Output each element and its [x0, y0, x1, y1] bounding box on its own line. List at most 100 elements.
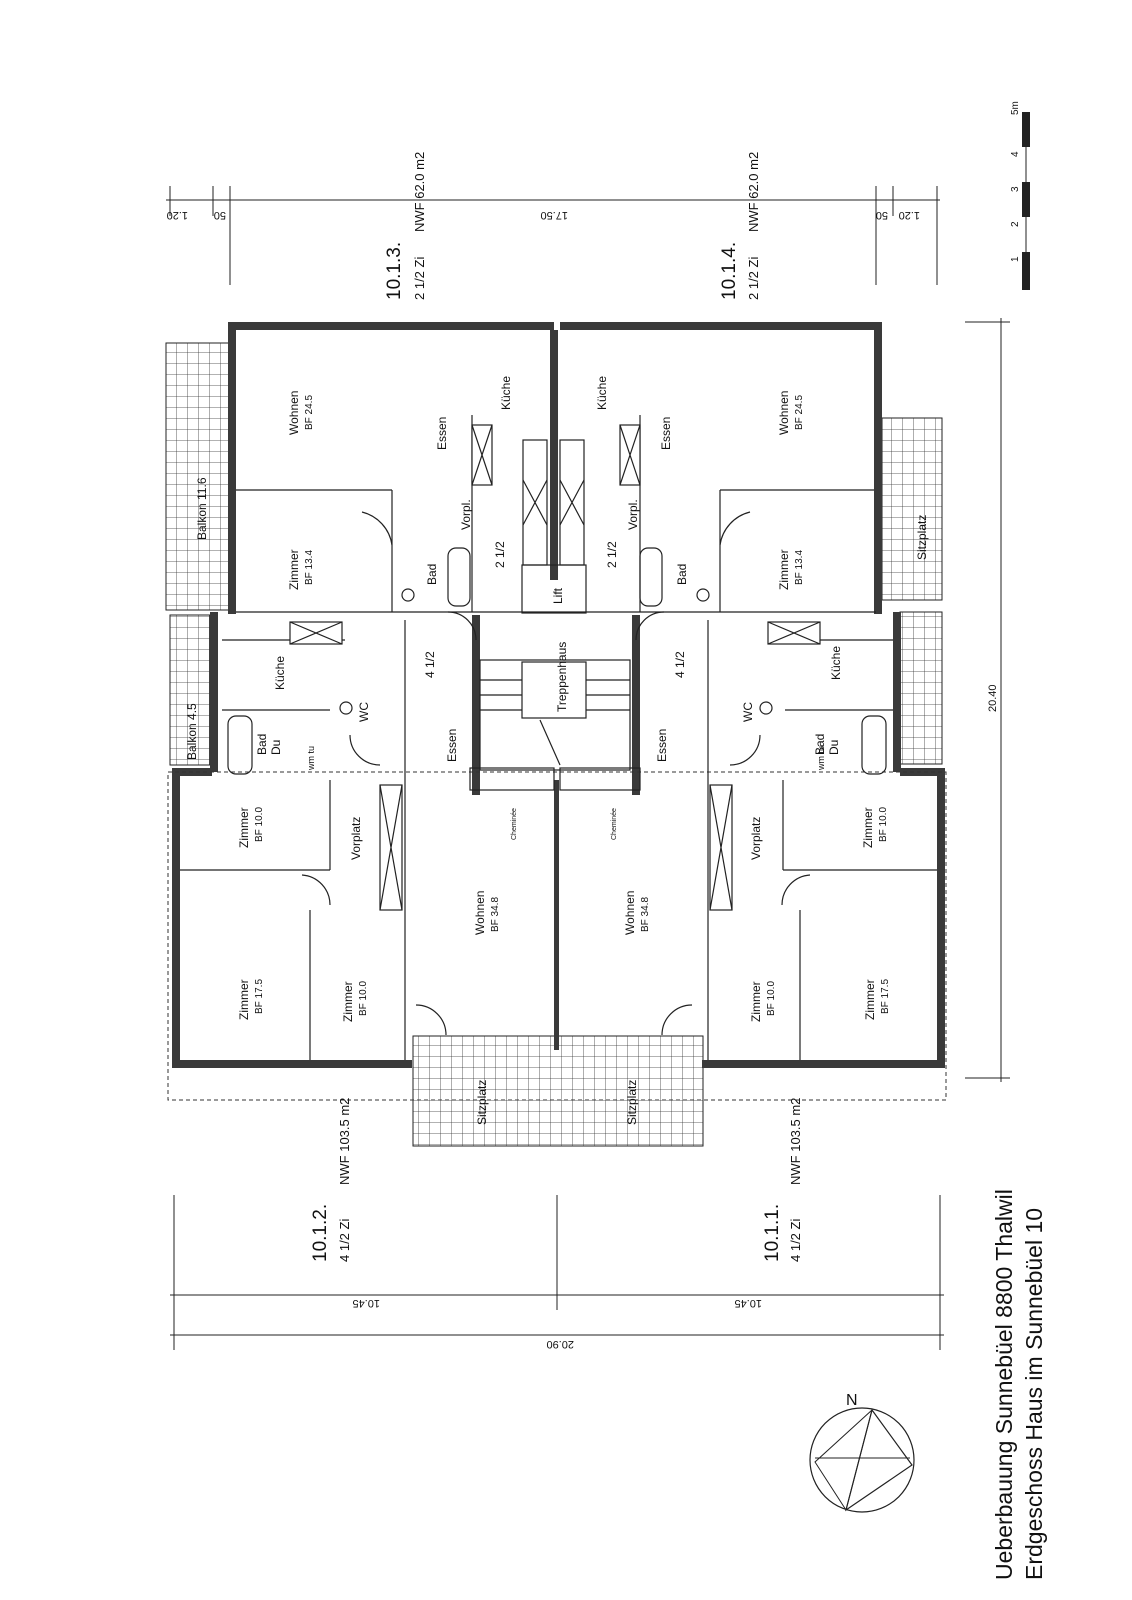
room-bad-tr: Bad: [675, 564, 689, 585]
label-balkon-4-5: Balkon 4.5: [185, 703, 199, 760]
svg-text:BF 17.5: BF 17.5: [254, 979, 265, 1014]
svg-text:BF 10.0: BF 10.0: [358, 981, 369, 1016]
tag-4-1-2-right: 4 1/2: [673, 651, 687, 678]
dim-bottom-right: 10.45: [734, 1297, 762, 1309]
room-vorpl-r: Vorpl.: [626, 499, 640, 530]
room-wohnen-top-left: Wohnen: [287, 391, 301, 435]
svg-text:2 1/2 Zi: 2 1/2 Zi: [412, 257, 427, 300]
room-essen-mr: Essen: [655, 729, 669, 762]
dim-top-mid: 17.50: [540, 209, 568, 221]
tag-4-1-2-left: 4 1/2: [423, 651, 437, 678]
label-wmtu-r: wm tu: [816, 746, 826, 771]
bottom-dimension-chain: 10.45 10.45 20.90: [170, 1195, 944, 1350]
room-kueche-tr: Küche: [595, 376, 609, 410]
unit-label-10-1-3: 10.1.3. 2 1/2 Zi NWF 62.0 m2: [384, 152, 427, 300]
dim-top-left-1: 1.20: [167, 209, 188, 221]
title-line-2: Erdgeschoss Haus im Sunnebüel 10: [1021, 1208, 1047, 1580]
exterior-walls: [172, 322, 945, 1068]
label-cheminee-r: Cheminée: [611, 808, 618, 840]
room-zimmer-tl: Zimmer: [287, 549, 301, 590]
scale-bar: 5m 1 2 3 4: [1010, 101, 1030, 290]
svg-text:Du: Du: [827, 740, 841, 755]
svg-text:NWF 62.0 m2: NWF 62.0 m2: [746, 152, 761, 232]
svg-text:BF 34.8: BF 34.8: [640, 897, 651, 932]
top-dimension-chain: 1.20 50 17.50 50 1.20: [166, 186, 940, 285]
room-lift: Lift: [551, 587, 565, 604]
svg-text:4 1/2 Zi: 4 1/2 Zi: [337, 1219, 352, 1262]
title-block: Ueberbauung Sunnebüel 8800 Thalwil Erdge…: [991, 1189, 1047, 1580]
svg-text:2 1/2 Zi: 2 1/2 Zi: [746, 257, 761, 300]
svg-text:10.1.3.: 10.1.3.: [384, 242, 405, 300]
dim-top-right-2: 1.20: [899, 209, 920, 221]
svg-text:NWF 62.0 m2: NWF 62.0 m2: [412, 152, 427, 232]
unit-label-10-1-1: 10.1.1. 4 1/2 Zi NWF 103.5 m2: [762, 1098, 803, 1262]
svg-text:NWF 103.5 m2: NWF 103.5 m2: [337, 1098, 352, 1185]
title-line-1: Ueberbauung Sunnebüel 8800 Thalwil: [991, 1189, 1017, 1580]
balcony-11-6: [165, 342, 231, 611]
svg-text:BF 10.0: BF 10.0: [878, 807, 889, 842]
room-wohnen-top-right: Wohnen: [777, 391, 791, 435]
overhang-outline: [167, 771, 947, 1101]
dim-top-right-1: 50: [876, 209, 888, 221]
room-bad-l: Bad: [255, 734, 269, 755]
svg-text:Du: Du: [269, 740, 283, 755]
tag-2-1-2-left: 2 1/2: [493, 541, 507, 568]
room-wc-r: WC: [741, 702, 755, 722]
svg-text:BF 13.4: BF 13.4: [304, 550, 315, 585]
room-zimmer-bl3: Zimmer: [341, 981, 355, 1022]
svg-text:10.1.4.: 10.1.4.: [719, 242, 740, 300]
compass-north-label: N: [846, 1392, 858, 1409]
svg-text:BF 24.5: BF 24.5: [794, 395, 805, 430]
door-swings: [301, 511, 811, 1036]
scale-unit: 5m: [1010, 101, 1021, 115]
label-treppenhaus: Treppenhaus: [555, 642, 569, 712]
bath-fixtures: [227, 547, 887, 775]
svg-text:BF 17.5: BF 17.5: [880, 979, 891, 1014]
dim-right-side: 20.40: [987, 684, 999, 712]
room-zimmer-tr: Zimmer: [777, 549, 791, 590]
dim-top-left-2: 50: [214, 209, 226, 221]
room-kueche-ml: Küche: [273, 656, 287, 690]
room-vorpl-l: Vorpl.: [459, 499, 473, 530]
label-sitzplatz-bl: Sitzplatz: [475, 1080, 489, 1125]
svg-text:BF 13.4: BF 13.4: [794, 550, 805, 585]
room-zimmer-br1: Zimmer: [861, 807, 875, 848]
terrace-sitzplatz-top-right: [881, 417, 943, 601]
svg-text:BF 10.0: BF 10.0: [254, 807, 265, 842]
room-zimmer-br3: Zimmer: [863, 979, 877, 1020]
svg-text:1: 1: [1010, 256, 1021, 262]
compass-icon: N: [809, 1392, 915, 1513]
tag-2-1-2-right: 2 1/2: [605, 541, 619, 568]
dim-bottom-left: 10.45: [352, 1297, 380, 1309]
terrace-sitzplatz-bottom: [412, 1035, 704, 1147]
svg-text:10.1.2.: 10.1.2.: [310, 1204, 331, 1262]
unit-label-10-1-2: 10.1.2. 4 1/2 Zi NWF 103.5 m2: [310, 1098, 352, 1262]
room-vorplatz-r: Vorplatz: [749, 817, 763, 860]
room-wohnen-bl: Wohnen: [473, 891, 487, 935]
room-bad-r: Bad: [813, 734, 827, 755]
right-dimension: 20.40: [965, 318, 1010, 1082]
dim-bottom-total: 20.90: [546, 1338, 574, 1350]
svg-text:4: 4: [1010, 151, 1021, 157]
svg-text:3: 3: [1010, 186, 1021, 192]
room-labels: Wohnen BF 24.5 Küche Essen Vorpl. Zimmer…: [185, 376, 929, 1125]
room-zimmer-bl2: Zimmer: [237, 979, 251, 1020]
room-essen-tr: Essen: [659, 417, 673, 450]
label-sitzplatz-br: Sitzplatz: [625, 1080, 639, 1125]
room-bad-tl: Bad: [425, 564, 439, 585]
svg-text:2: 2: [1010, 221, 1021, 227]
svg-text:4 1/2 Zi: 4 1/2 Zi: [788, 1219, 803, 1262]
label-wmtu-l: wm tu: [306, 746, 316, 771]
stair-core: [469, 564, 641, 791]
room-kueche-mr: Küche: [829, 646, 843, 680]
room-zimmer-br2: Zimmer: [749, 981, 763, 1022]
balcony-4-5: [169, 614, 211, 766]
room-essen-tl: Essen: [435, 417, 449, 450]
kitchen-fixtures: [289, 424, 821, 911]
room-essen-ml: Essen: [445, 729, 459, 762]
room-vorplatz-l: Vorplatz: [349, 817, 363, 860]
room-zimmer-bl1: Zimmer: [237, 807, 251, 848]
room-kueche-tl: Küche: [499, 376, 513, 410]
label-balkon-11-6: Balkon 11.6: [195, 477, 209, 540]
